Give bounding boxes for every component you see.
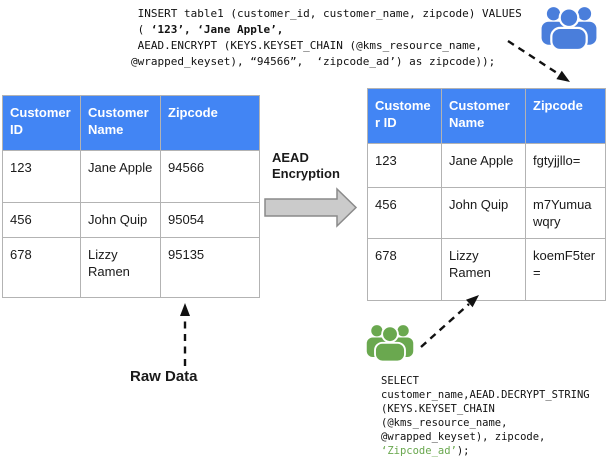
select-sql-code: SELECT customer_name,AEAD.DECRYPT_STRING…: [381, 374, 590, 458]
table-header-row: Customer ID Customer Name Zipcode: [2, 95, 260, 151]
users-group-green-icon: [366, 320, 414, 364]
table-row: 678 Lizzy Ramen 95135: [2, 237, 260, 298]
table-row: 456 John Quip 95054: [2, 202, 260, 238]
users-group-blue-icon: [540, 4, 598, 50]
select-sql-line-1: SELECT: [381, 375, 419, 387]
cell-zipcode-encrypted: fgtyjjllo=: [525, 143, 606, 188]
cell-customer-name: John Quip: [441, 187, 526, 239]
cell-customer-id: 123: [2, 150, 81, 203]
raw-data-table: Customer ID Customer Name Zipcode 123 Ja…: [2, 95, 260, 298]
column-header-zipcode: Zipcode: [525, 88, 606, 144]
table-row: 678 Lizzy Ramen koemF5ter=: [367, 238, 606, 301]
cell-customer-name: Jane Apple: [441, 143, 526, 188]
insert-sql-line-1: INSERT table1 (customer_id, customer_nam…: [131, 7, 522, 20]
cell-customer-name: Lizzy Ramen: [80, 237, 161, 298]
select-flow-arrow: [420, 295, 479, 348]
column-header-customer-name: Customer Name: [80, 95, 161, 151]
select-sql-line-6: ‘Zipcode_ad’);: [381, 445, 470, 457]
insert-sql-line-4: @wrapped_keyset), “94566”, ‘zipcode_ad’)…: [131, 55, 496, 68]
insert-sql-line-2: ( ‘123’, ‘Jane Apple’,: [131, 23, 284, 36]
cell-customer-id: 456: [367, 187, 442, 239]
cell-customer-id: 123: [367, 143, 442, 188]
cell-zipcode: 94566: [160, 150, 260, 203]
encrypted-data-table: Customer ID Customer Name Zipcode 123 Ja…: [367, 88, 606, 301]
column-header-customer-id: Customer ID: [2, 95, 81, 151]
cell-zipcode: 95054: [160, 202, 260, 238]
column-header-zipcode: Zipcode: [160, 95, 260, 151]
cell-customer-id: 678: [367, 238, 442, 301]
select-sql-line-5: @wrapped_keyset), zipcode,: [381, 431, 546, 443]
cell-customer-id: 456: [2, 202, 81, 238]
raw-data-label: Raw Data: [130, 368, 198, 385]
select-sql-line-2: customer_name,AEAD.DECRYPT_STRING: [381, 389, 590, 401]
table-row: 123 Jane Apple 94566: [2, 150, 260, 203]
table-row: 123 Jane Apple fgtyjjllo=: [367, 143, 606, 188]
cell-customer-name: John Quip: [80, 202, 161, 238]
cell-zipcode: 95135: [160, 237, 260, 298]
select-sql-zipcode-ad-literal: ‘Zipcode_ad’: [381, 445, 457, 457]
cell-zipcode-encrypted: m7Yumuawqry: [525, 187, 606, 239]
table-header-row: Customer ID Customer Name Zipcode: [367, 88, 606, 144]
insert-sql-line-3: AEAD.ENCRYPT (KEYS.KEYSET_CHAIN (@kms_re…: [131, 39, 482, 52]
column-header-customer-name: Customer Name: [441, 88, 526, 144]
select-sql-line-3: (KEYS.KEYSET_CHAIN: [381, 403, 495, 415]
aead-encryption-arrow: [264, 187, 358, 228]
insert-sql-values-bold: ‘123’, ‘Jane Apple’,: [150, 23, 284, 36]
column-header-customer-id: Customer ID: [367, 88, 442, 144]
cell-zipcode-encrypted: koemF5ter=: [525, 238, 606, 301]
select-sql-line-4: (@kms_resource_name,: [381, 417, 508, 429]
table-row: 456 John Quip m7Yumuawqry: [367, 187, 606, 239]
insert-sql-code: INSERT table1 (customer_id, customer_nam…: [131, 6, 522, 70]
cell-customer-name: Jane Apple: [80, 150, 161, 203]
cell-customer-id: 678: [2, 237, 81, 298]
aead-encryption-label: AEAD Encryption: [272, 150, 340, 181]
raw-data-arrow: [180, 303, 190, 366]
cell-customer-name: Lizzy Ramen: [441, 238, 526, 301]
